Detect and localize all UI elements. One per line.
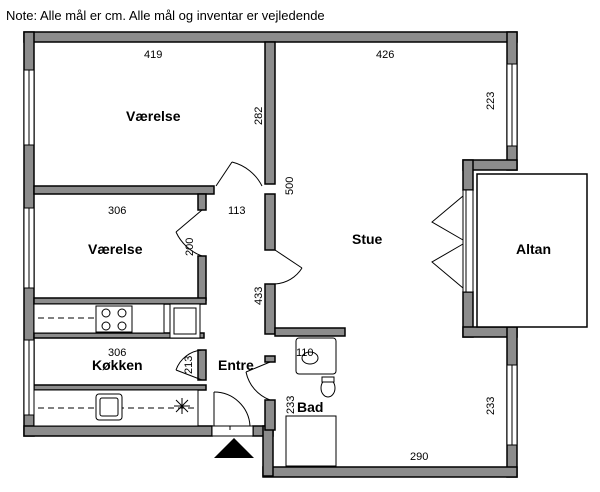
dimension-label: 213	[183, 356, 195, 374]
room-label-vaerelse-2: Værelse	[88, 241, 143, 257]
room-label-kokken: Køkken	[92, 357, 143, 373]
interior-walls	[33, 41, 346, 431]
fridge-icon	[169, 303, 201, 339]
dimension-label: 282	[253, 107, 265, 125]
dimension-label: 113	[228, 205, 246, 217]
room-label-entre: Entre	[218, 357, 254, 373]
doors	[175, 161, 467, 458]
dimension-label: 433	[253, 287, 265, 305]
dimension-labels: 419 426 282 223 500 306 113 200 433 306 …	[108, 49, 497, 463]
dimension-label: 233	[485, 397, 497, 415]
room-labels: Værelse Værelse Stue Altan Køkken Entre …	[88, 108, 551, 415]
dimension-label: 500	[284, 177, 296, 195]
sink-icon	[95, 393, 123, 421]
dimension-label: 306	[108, 205, 126, 217]
windows	[23, 63, 518, 446]
dimension-label: 110	[296, 347, 314, 359]
stove-icon	[95, 305, 133, 333]
dimension-label: 233	[285, 396, 297, 414]
room-label-altan: Altan	[516, 241, 551, 257]
dimension-label: 223	[485, 92, 497, 110]
shower-icon	[285, 415, 337, 467]
altan-balcony	[462, 173, 588, 328]
plan-note: Note: Alle mål er cm. Alle mål og invent…	[6, 8, 325, 23]
kitchen-fixtures	[33, 303, 201, 427]
dimension-label: 290	[410, 451, 428, 463]
dimension-label: 200	[184, 238, 196, 256]
entrance-arrow-icon	[214, 438, 254, 458]
room-label-vaerelse-1: Værelse	[126, 108, 181, 124]
room-label-stue: Stue	[352, 231, 383, 247]
bathroom-fixtures	[285, 337, 337, 467]
extractor-icon	[174, 398, 190, 414]
dimension-label: 426	[376, 49, 394, 61]
dimension-label: 306	[108, 347, 126, 359]
room-label-bad: Bad	[297, 399, 323, 415]
dimension-label: 419	[144, 49, 162, 61]
washbasin-icon	[295, 337, 337, 375]
